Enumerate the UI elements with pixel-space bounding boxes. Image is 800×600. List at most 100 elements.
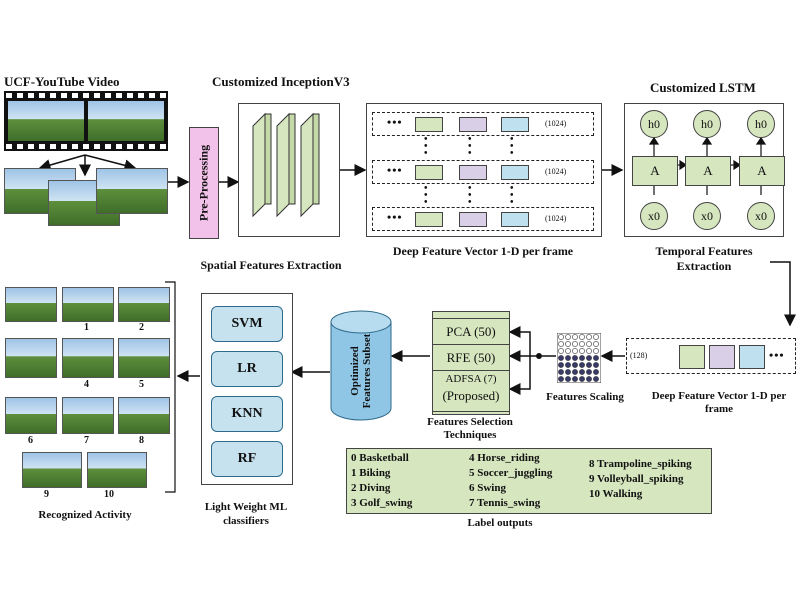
activity-thumb bbox=[5, 338, 57, 378]
svm-box: SVM bbox=[211, 306, 283, 342]
spatial-caption: Spatial Features Extraction bbox=[200, 258, 342, 272]
hidden-state-node: h0 bbox=[747, 110, 775, 138]
activity-number: 9 bbox=[44, 489, 49, 500]
adfsa-label: ADFSA (7) bbox=[445, 373, 497, 385]
label-item: 1 Biking bbox=[351, 467, 391, 479]
rf-box: RF bbox=[211, 441, 283, 477]
activity-number: 6 bbox=[28, 435, 33, 446]
adfsa-box: ADFSA (7) (Proposed) bbox=[432, 370, 510, 412]
vertical-dots: •••••• bbox=[424, 134, 428, 208]
scaling-dot bbox=[586, 341, 592, 347]
scaling-dot bbox=[565, 348, 571, 354]
subset-cylinder bbox=[330, 310, 392, 421]
scaling-dot bbox=[593, 362, 599, 368]
activity-thumb bbox=[62, 338, 114, 378]
input-node: x0 bbox=[640, 202, 668, 230]
hidden-state-node: h0 bbox=[693, 110, 721, 138]
preprocessing-block: Pre-Processing bbox=[189, 127, 219, 239]
activity-number: 10 bbox=[104, 489, 114, 500]
input-node: x0 bbox=[747, 202, 775, 230]
scaling-dot bbox=[558, 355, 564, 361]
feature-row: ••• (1024) bbox=[372, 160, 594, 184]
lstm-cell: A bbox=[739, 156, 785, 186]
scaling-dot bbox=[558, 348, 564, 354]
scaling-dot bbox=[558, 376, 564, 382]
lr-box: LR bbox=[211, 351, 283, 387]
scaling-dot bbox=[579, 348, 585, 354]
activity-number: 4 bbox=[84, 379, 89, 390]
scaling-caption: Features Scaling bbox=[546, 391, 624, 403]
label-outputs-caption: Label outputs bbox=[467, 517, 533, 529]
deep-feature-caption-bottom: Deep Feature Vector 1-D per frame bbox=[651, 390, 787, 415]
recognized-caption: Recognized Activity bbox=[38, 509, 132, 521]
label-item: 9 Volleyball_spiking bbox=[589, 473, 684, 485]
label-item: 6 Swing bbox=[469, 482, 506, 494]
dim-label: (1024) bbox=[545, 214, 567, 223]
scaling-dot bbox=[579, 341, 585, 347]
activity-thumb bbox=[118, 287, 170, 322]
activity-number: 1 bbox=[84, 322, 89, 333]
pca-box: PCA (50) bbox=[432, 318, 510, 345]
scaling-dot bbox=[586, 355, 592, 361]
scaling-dot bbox=[565, 334, 571, 340]
activity-thumb bbox=[118, 397, 170, 434]
feature-row: ••• (1024) bbox=[372, 112, 594, 136]
adfsa-proposed: (Proposed) bbox=[442, 388, 500, 403]
scaling-dot bbox=[565, 362, 571, 368]
activity-number: 5 bbox=[139, 379, 144, 390]
scaling-dot bbox=[558, 334, 564, 340]
scaling-dot bbox=[593, 369, 599, 375]
scaling-dot bbox=[593, 341, 599, 347]
scaling-dot bbox=[572, 376, 578, 382]
vertical-dots: •••••• bbox=[468, 134, 472, 208]
scaling-dot bbox=[579, 369, 585, 375]
label-item: 3 Golf_swing bbox=[351, 497, 413, 509]
scaling-dot bbox=[565, 376, 571, 382]
scaling-dot bbox=[565, 369, 571, 375]
activity-number: 2 bbox=[139, 322, 144, 333]
activity-thumb bbox=[5, 397, 57, 434]
feature-row-128: (128) ••• bbox=[626, 338, 796, 374]
video-frame bbox=[96, 168, 168, 214]
activity-number: 7 bbox=[84, 435, 89, 446]
activity-thumb bbox=[5, 287, 57, 322]
fs-caption: Features Selection Techniques bbox=[427, 416, 513, 441]
label-item: 5 Soccer_juggling bbox=[469, 467, 553, 479]
scaling-dot bbox=[572, 355, 578, 361]
label-item: 10 Walking bbox=[589, 488, 643, 500]
inception-block bbox=[238, 103, 340, 237]
scaling-dot bbox=[572, 334, 578, 340]
scaling-dot bbox=[593, 334, 599, 340]
deep-feature-caption: Deep Feature Vector 1-D per frame bbox=[392, 244, 574, 258]
scaling-dot bbox=[572, 369, 578, 375]
scaling-dot bbox=[558, 341, 564, 347]
scaling-dot bbox=[593, 355, 599, 361]
dim-label: (1024) bbox=[545, 167, 567, 176]
vertical-dots: •••••• bbox=[510, 134, 514, 208]
feature-row: ••• (1024) bbox=[372, 207, 594, 231]
scaling-dot bbox=[586, 369, 592, 375]
hidden-state-node: h0 bbox=[640, 110, 668, 138]
dim-label: (1024) bbox=[545, 119, 567, 128]
subset-label: Optimized Features Subset bbox=[349, 333, 373, 409]
scaling-dot bbox=[572, 362, 578, 368]
preprocessing-label: Pre-Processing bbox=[196, 144, 211, 222]
label-item: 4 Horse_riding bbox=[469, 452, 540, 464]
label-item: 0 Basketball bbox=[351, 452, 409, 464]
label-item: 7 Tennis_swing bbox=[469, 497, 541, 509]
inception-layers-icon bbox=[252, 112, 320, 218]
scaling-dot bbox=[579, 362, 585, 368]
scaling-dot bbox=[586, 348, 592, 354]
scaling-dot bbox=[565, 341, 571, 347]
scaling-dot bbox=[579, 355, 585, 361]
activity-thumb bbox=[22, 452, 82, 488]
scaling-dot bbox=[558, 362, 564, 368]
rfe-box: RFE (50) bbox=[432, 344, 510, 371]
lstm-cell: A bbox=[632, 156, 678, 186]
dim-label-128: (128) bbox=[630, 351, 648, 360]
activity-number: 8 bbox=[139, 435, 144, 446]
temporal-caption: Temporal Features Extraction bbox=[655, 244, 753, 273]
activity-thumb bbox=[87, 452, 147, 488]
scaling-dot bbox=[572, 348, 578, 354]
